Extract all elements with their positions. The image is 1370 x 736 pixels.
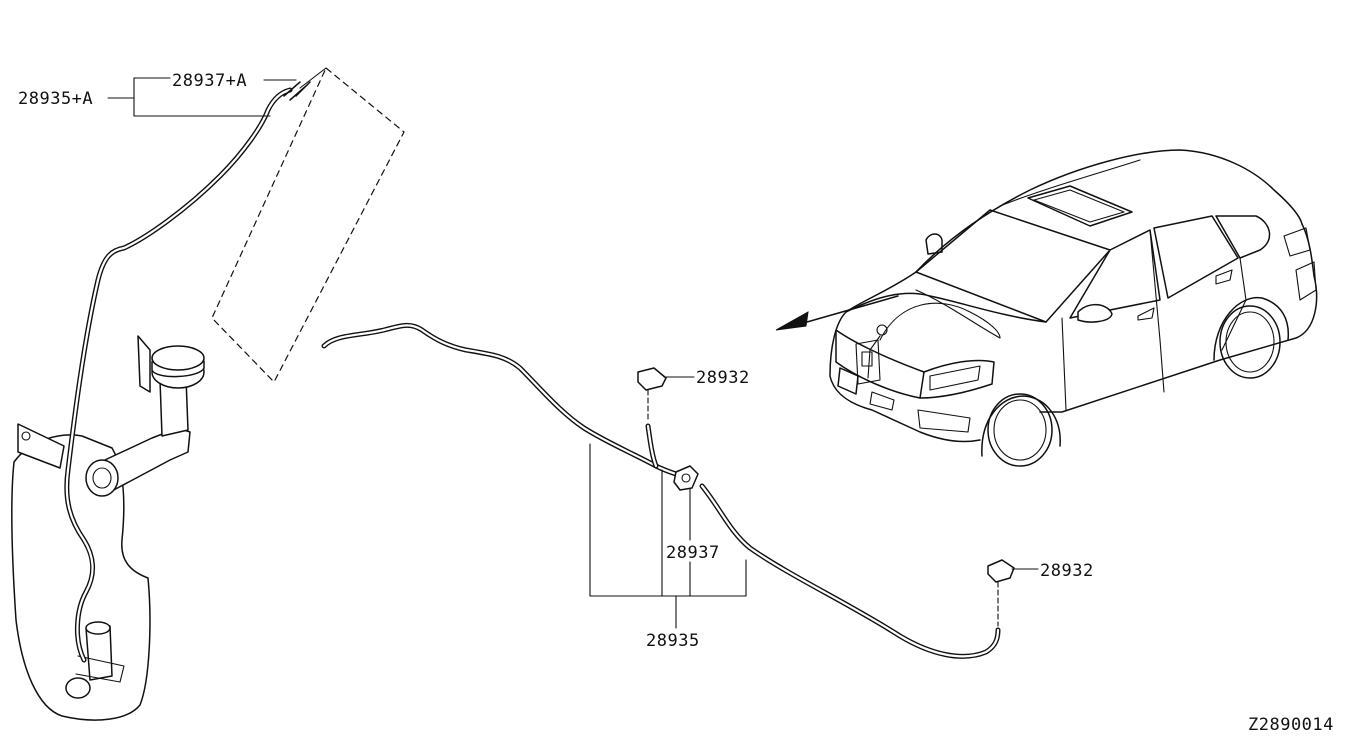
label-28935: 28935 bbox=[646, 631, 700, 651]
hose-main bbox=[321, 322, 1001, 659]
washer-tank bbox=[11, 335, 205, 721]
location-arrow bbox=[775, 295, 899, 331]
callout-28935 bbox=[589, 443, 747, 629]
hose-tank-upper bbox=[64, 67, 327, 663]
label-28937-a: 28937+A bbox=[172, 71, 247, 91]
nozzle-upper bbox=[637, 367, 695, 421]
label-28932-upper: 28932 bbox=[696, 368, 750, 388]
connection-dashed-line bbox=[211, 67, 405, 384]
label-28932-lower: 28932 bbox=[1040, 561, 1094, 581]
callout-28935-a bbox=[107, 77, 297, 117]
vehicle-outline bbox=[829, 149, 1318, 467]
label-28937: 28937 bbox=[666, 543, 720, 563]
diagram-id: Z2890014 bbox=[1248, 715, 1334, 735]
nozzle-lower bbox=[987, 559, 1039, 627]
label-28935-a: 28935+A bbox=[18, 89, 93, 109]
